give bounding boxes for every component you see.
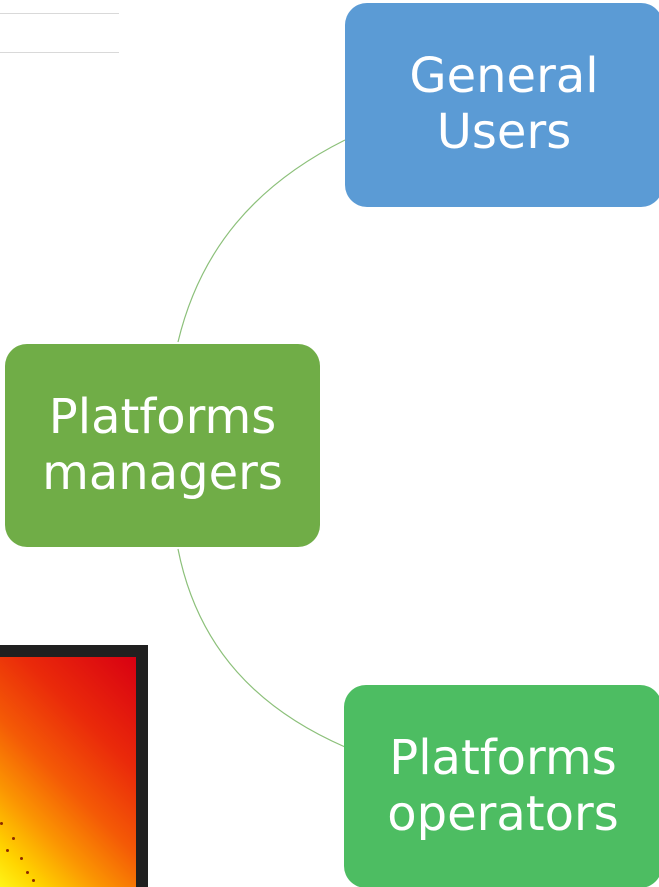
node-platforms-managers: Platforms managers — [5, 344, 320, 547]
heatmap-dot — [32, 879, 35, 882]
node-platforms-operators-line2: operators — [387, 785, 619, 842]
node-platforms-managers-line1: Platforms — [48, 388, 277, 445]
node-general-users-line2: Users — [436, 104, 572, 160]
heatmap-dot — [6, 849, 9, 852]
node-platforms-operators: Platforms operators — [344, 685, 659, 887]
horizontal-rule-second — [0, 52, 119, 53]
node-platforms-operators-line1: Platforms — [389, 729, 617, 786]
node-general-users-line1: General — [409, 48, 599, 105]
connector-managers-to-general — [177, 139, 346, 343]
heatmap-dot — [0, 822, 3, 825]
heatmap-dot — [12, 837, 15, 840]
heatmap-dot — [20, 857, 23, 860]
node-general-users: General Users — [345, 3, 659, 207]
connector-managers-to-operators — [177, 548, 346, 748]
horizontal-rule-top — [0, 13, 119, 14]
node-platforms-managers-line2: managers — [42, 444, 283, 501]
heatmap-dot — [26, 871, 29, 874]
heatmap-image-fragment — [0, 645, 148, 887]
